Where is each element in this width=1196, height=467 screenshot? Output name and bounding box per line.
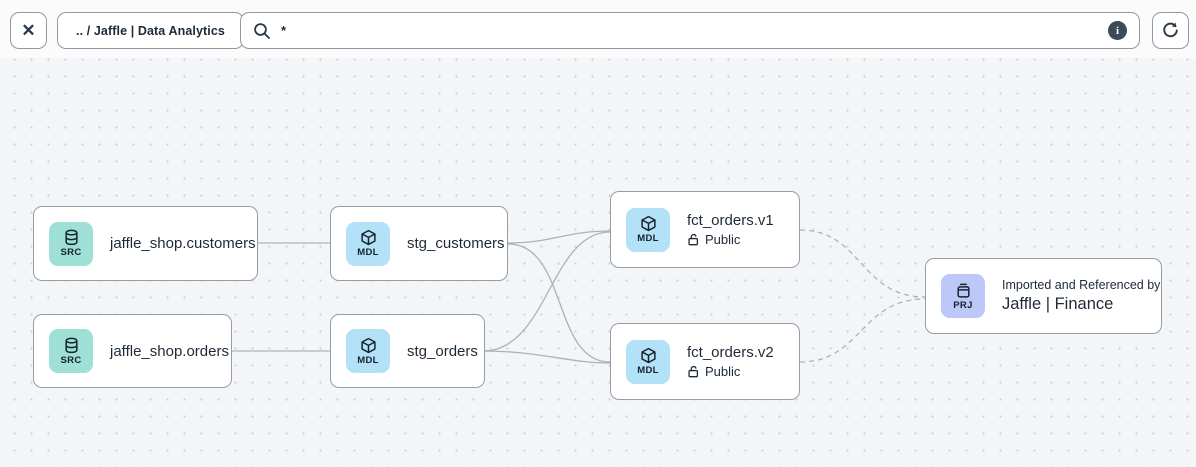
lock-open-icon <box>688 365 699 378</box>
source-badge: SRC <box>49 329 93 373</box>
access-label: Public <box>705 232 741 247</box>
node-stg-orders[interactable]: MDL stg_orders <box>330 314 485 388</box>
access-label: Public <box>705 364 741 379</box>
project-badge: PRJ <box>941 274 985 318</box>
model-badge: MDL <box>346 221 390 266</box>
node-stg-customers[interactable]: MDL stg_customers <box>330 206 508 281</box>
close-button[interactable]: ✕ <box>10 12 47 49</box>
refresh-icon <box>1161 21 1180 40</box>
node-title: fct_orders.v2 <box>687 344 774 361</box>
node-title: jaffle_shop.orders <box>110 342 229 360</box>
model-badge: MDL <box>346 329 390 373</box>
cube-icon <box>640 347 656 364</box>
node-title: Jaffle | Finance <box>1002 295 1114 313</box>
cube-icon <box>640 215 656 232</box>
model-badge: MDL <box>626 339 670 384</box>
cube-icon <box>360 229 376 246</box>
node-jaffle-shop-customers[interactable]: SRC jaffle_shop.customers <box>33 206 258 281</box>
search-icon <box>253 22 271 40</box>
toolbar: ✕ .. / Jaffle | Data Analytics i <box>0 0 1196 58</box>
breadcrumb[interactable]: .. / Jaffle | Data Analytics <box>57 12 244 49</box>
project-eyebrow: Imported and Referenced by <box>1002 278 1161 292</box>
search-box: i <box>240 12 1140 49</box>
database-icon <box>64 229 78 246</box>
node-title: stg_orders <box>407 342 478 360</box>
close-icon: ✕ <box>21 21 36 40</box>
search-input[interactable] <box>281 23 1098 38</box>
node-fct-orders-v1[interactable]: MDL fct_orders.v1 Public <box>610 191 800 268</box>
model-badge: MDL <box>626 207 670 252</box>
node-project-jaffle-finance[interactable]: PRJ Imported and Referenced by Jaffle | … <box>925 258 1162 334</box>
access-row: Public <box>687 364 774 379</box>
cube-icon <box>360 337 376 353</box>
node-title: jaffle_shop.customers <box>110 235 256 252</box>
node-jaffle-shop-orders[interactable]: SRC jaffle_shop.orders <box>33 314 232 388</box>
node-fct-orders-v2[interactable]: MDL fct_orders.v2 Public <box>610 323 800 400</box>
source-badge: SRC <box>49 221 93 266</box>
node-title: stg_customers <box>407 235 505 252</box>
info-icon[interactable]: i <box>1108 21 1127 40</box>
package-icon <box>956 283 970 298</box>
access-row: Public <box>687 232 774 247</box>
lock-open-icon <box>688 233 699 246</box>
node-title: fct_orders.v1 <box>687 212 774 229</box>
refresh-button[interactable] <box>1152 12 1189 49</box>
database-icon <box>64 337 78 353</box>
